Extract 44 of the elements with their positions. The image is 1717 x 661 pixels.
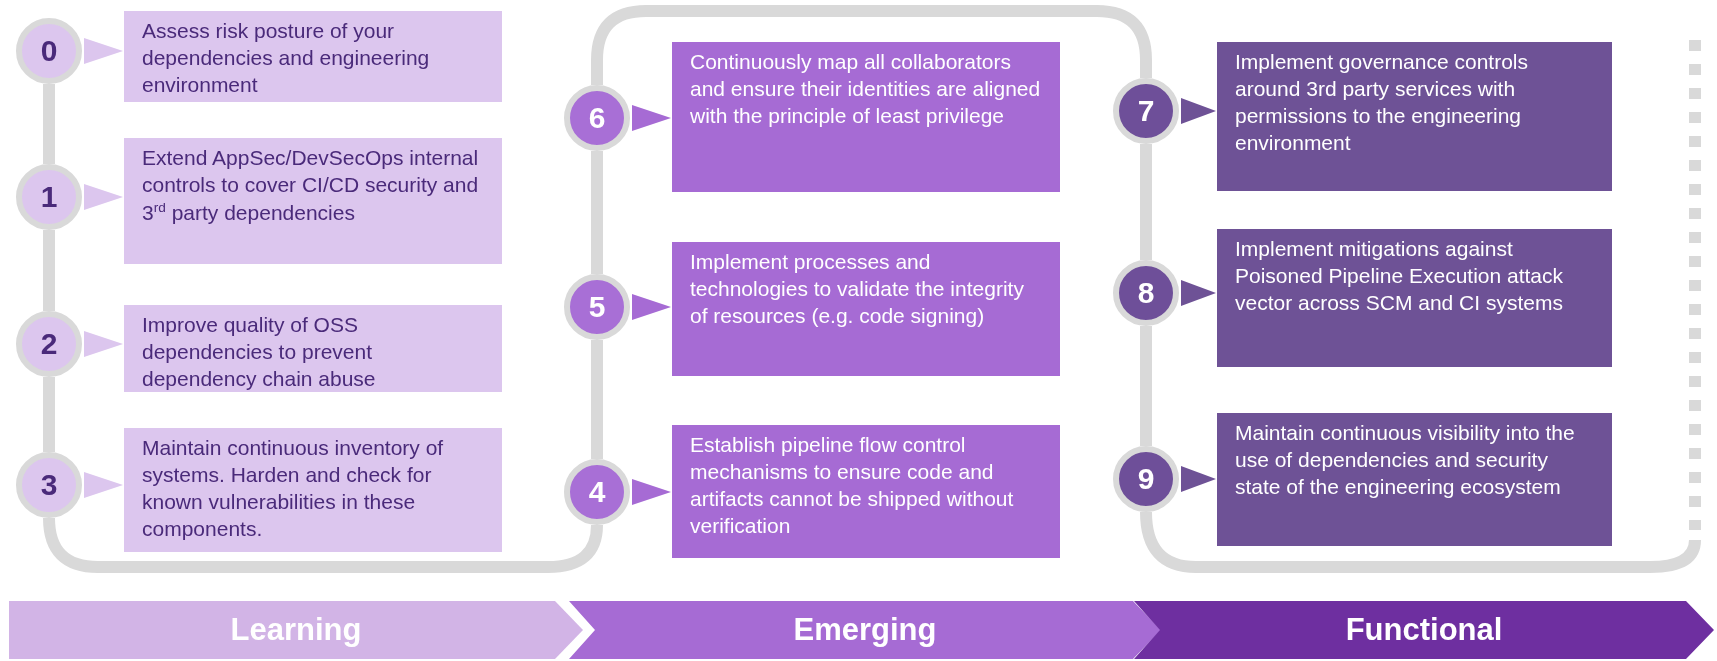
pointer-arrow: [632, 479, 671, 505]
track-line: [43, 230, 55, 311]
step-box: Extend AppSec/DevSecOps internal controls to cover CI/CD security and 3$^{rd}$ party dependencies: [124, 138, 502, 264]
track-line: [43, 377, 55, 452]
track-line: [1140, 326, 1152, 446]
step-box: Implement governance controls around 3rd party services with permissions to the engineering environment: [1217, 42, 1612, 191]
pointer-arrow: [1181, 98, 1216, 124]
step-number-circle: 2: [16, 311, 82, 377]
pointer-arrow: [84, 184, 123, 210]
pointer-arrow: [632, 294, 671, 320]
stage-label: Emerging: [793, 612, 937, 648]
step-number-circle: 6: [564, 85, 630, 151]
pointer-arrow: [84, 472, 123, 498]
step-box: Maintain continuous inventory of systems. Harden and check for known vulnerabilities in these components.: [124, 428, 502, 552]
step-box: Improve quality of OSS dependencies to prevent dependency chain abuse: [124, 305, 502, 392]
track-line: [43, 517, 603, 573]
track-line: [591, 5, 1152, 85]
step-box: Establish pipeline flow control mechanisms to ensure code and artifacts cannot be shipped without verification: [672, 425, 1060, 558]
stage-banner: [9, 601, 583, 659]
step-box: Implement mitigations against Poisoned Pipeline Execution attack vector across SCM and CI systems: [1217, 229, 1612, 367]
stage-label: Functional: [1345, 612, 1503, 648]
stage-label: Learning: [230, 612, 362, 648]
pointer-arrow: [84, 331, 123, 357]
step-number-circle: 8: [1113, 260, 1179, 326]
stage-banner: [569, 601, 1161, 659]
step-number-circle: 5: [564, 274, 630, 340]
step-box: Assess risk posture of your dependencies and engineering environment: [124, 11, 502, 102]
pointer-arrow: [84, 38, 123, 64]
step-number-circle: 1: [16, 164, 82, 230]
stage-banner: [1134, 601, 1714, 659]
pointer-arrow: [1181, 280, 1216, 306]
step-box: Implement processes and technologies to validate the integrity of resources (e.g. code signing): [672, 242, 1060, 376]
step-number-circle: 3: [16, 452, 82, 518]
step-number-circle: 9: [1113, 446, 1179, 512]
step-box: Continuously map all collaborators and ensure their identities are aligned with the principle of least privilege: [672, 42, 1060, 192]
track-line: [1140, 144, 1152, 260]
pointer-arrow: [1181, 466, 1216, 492]
step-number-circle: 7: [1113, 78, 1179, 144]
step-box: Maintain continuous visibility into the use of dependencies and security state of the engineering ecosystem: [1217, 413, 1612, 546]
step-number-circle: 4: [564, 459, 630, 525]
track-line: [43, 84, 55, 164]
track-line: [591, 151, 603, 274]
step-number-circle: 0: [16, 18, 82, 84]
pointer-arrow: [632, 105, 671, 131]
